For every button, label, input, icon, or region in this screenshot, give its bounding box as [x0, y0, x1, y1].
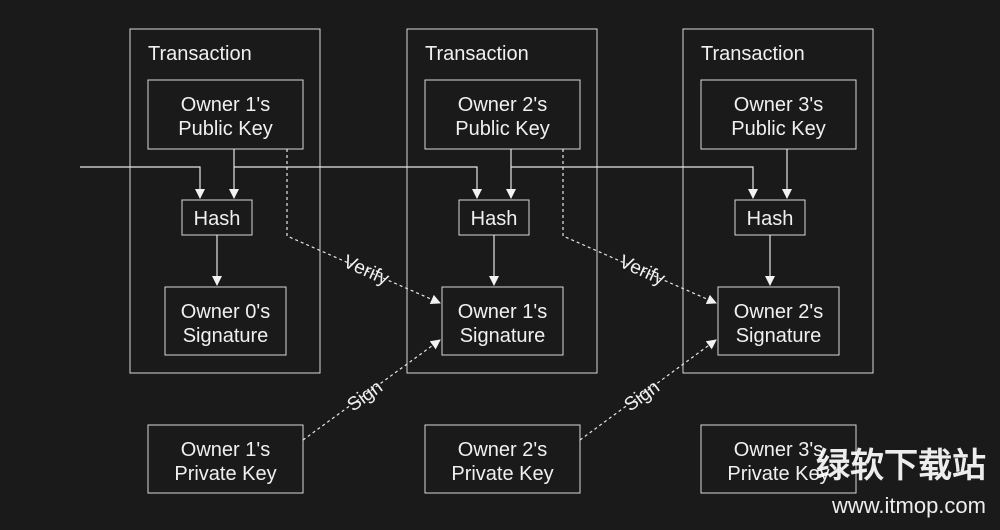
- private-key-box: [424, 424, 581, 494]
- transaction-title: Transaction: [425, 43, 529, 65]
- transaction-3: Transaction Owner 3's Public Key Hash Ow…: [682, 28, 874, 374]
- chain-arrow: [511, 166, 758, 199]
- private-key-3: Owner 3's Private Key: [700, 424, 857, 494]
- hash-input-connectors: [80, 149, 792, 286]
- signature-owner: Owner 1's: [458, 301, 547, 323]
- sign-label: Sign: [344, 377, 387, 416]
- transaction-title: Transaction: [148, 43, 252, 65]
- verify-arrow: [562, 149, 717, 304]
- transaction-title: Transaction: [701, 43, 805, 65]
- public-key-box: [700, 79, 857, 150]
- transaction-frame: [682, 28, 874, 374]
- transaction-1: Transaction Owner 1's Public Key Hash Ow…: [129, 28, 321, 374]
- private-key-label: Private Key: [174, 463, 276, 485]
- signature-label: Signature: [183, 325, 269, 347]
- private-key-owner: Owner 1's: [181, 439, 270, 461]
- private-key-1: Owner 1's Private Key: [147, 424, 304, 494]
- transaction-2: Transaction Owner 2's Public Key Hash Ow…: [406, 28, 598, 374]
- verify-label: Verify: [616, 251, 668, 290]
- watermark-brand: 绿软下载站: [816, 446, 986, 486]
- private-key-label: Private Key: [727, 463, 829, 485]
- chain-arrow: [80, 166, 205, 199]
- hash-label: Hash: [471, 208, 518, 230]
- hash-label: Hash: [747, 208, 794, 230]
- chain-arrow: [234, 166, 482, 199]
- private-key-owner: Owner 3's: [734, 439, 823, 461]
- signature-box: [717, 286, 840, 356]
- watermark-url: www.itmop.com: [831, 493, 986, 518]
- transaction-frame: [129, 28, 321, 374]
- private-key-owner: Owner 2's: [458, 439, 547, 461]
- public-key-box: [424, 79, 581, 150]
- verify-arrow: [286, 149, 441, 304]
- signature-owner: Owner 2's: [734, 301, 823, 323]
- signature-label: Signature: [736, 325, 822, 347]
- public-key-label: Public Key: [178, 118, 273, 140]
- public-key-box: [147, 79, 304, 150]
- private-key-label: Private Key: [451, 463, 553, 485]
- transaction-frame: [406, 28, 598, 374]
- private-key-box: [147, 424, 304, 494]
- watermark: 绿软下载站 www.itmop.com: [816, 446, 986, 518]
- public-key-owner: Owner 2's: [458, 94, 547, 116]
- sign-arrow: [579, 339, 717, 441]
- sign-arrow: [302, 339, 441, 441]
- public-key-label: Public Key: [731, 118, 826, 140]
- hash-label: Hash: [194, 208, 241, 230]
- public-key-owner: Owner 1's: [181, 94, 270, 116]
- public-key-label: Public Key: [455, 118, 550, 140]
- signature-box: [441, 286, 564, 356]
- signature-box: [164, 286, 287, 356]
- public-key-owner: Owner 3's: [734, 94, 823, 116]
- signature-label: Signature: [460, 325, 546, 347]
- private-key-2: Owner 2's Private Key: [424, 424, 581, 494]
- verify-label: Verify: [340, 251, 392, 290]
- signature-owner: Owner 0's: [181, 301, 270, 323]
- private-key-box: [700, 424, 857, 494]
